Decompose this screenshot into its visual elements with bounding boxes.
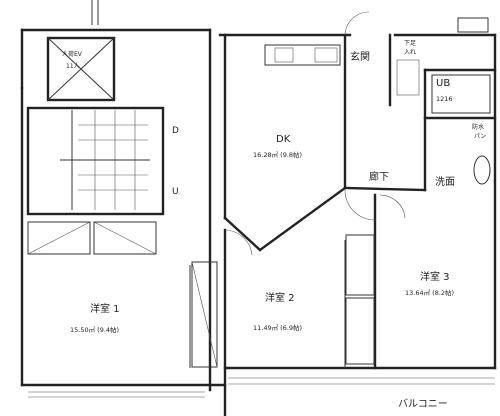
elevator-label-top: 人荷EV — [62, 51, 82, 58]
room-western-1-area: 15.50㎡ (9.4帖) — [70, 326, 120, 334]
stair-down-label: D — [172, 126, 179, 136]
elevator-label-bottom: 11人 — [66, 63, 80, 70]
hallway-label: 廊下 — [369, 172, 389, 183]
stair-up-label: U — [172, 187, 179, 197]
room-western-3-area: 13.64㎡ (8.2帖) — [405, 289, 455, 297]
bath-size: 1216 — [436, 95, 453, 103]
outer-walls — [20, 28, 497, 416]
balcony-railings — [28, 0, 495, 398]
washroom-label: 洗面 — [435, 177, 455, 188]
room-dk-area: 16.28㎡ (9.8帖) — [253, 151, 303, 159]
bath-label: UB — [436, 78, 451, 89]
entrance-label: 玄関 — [350, 52, 370, 63]
kitchen-counter — [264, 44, 341, 66]
room-western-2-name: 洋室 2 — [265, 293, 295, 304]
doors — [224, 11, 406, 256]
room-dk-name: DK — [276, 134, 291, 145]
interior-walls — [189, 33, 497, 370]
room-western-1-name: 洋室 1 — [90, 304, 120, 315]
room-western-2-area: 11.49㎡ (6.9帖) — [253, 324, 303, 332]
closets-room1 — [27, 221, 157, 255]
shoe-storage-label-2: 入れ — [404, 49, 417, 56]
stair-core — [26, 106, 165, 216]
elevator-shaft — [46, 36, 116, 102]
balcony-label: バルコニー — [398, 399, 448, 410]
waterproof-pan-label-1: 防水 — [472, 124, 485, 131]
closets-rooms-2-3 — [191, 234, 375, 368]
bath-fixtures — [396, 17, 491, 185]
waterproof-pan-label-2: パン — [474, 133, 487, 140]
room-western-3-name: 洋室 3 — [420, 272, 450, 283]
shoe-storage-label-1: 下足 — [404, 40, 417, 47]
